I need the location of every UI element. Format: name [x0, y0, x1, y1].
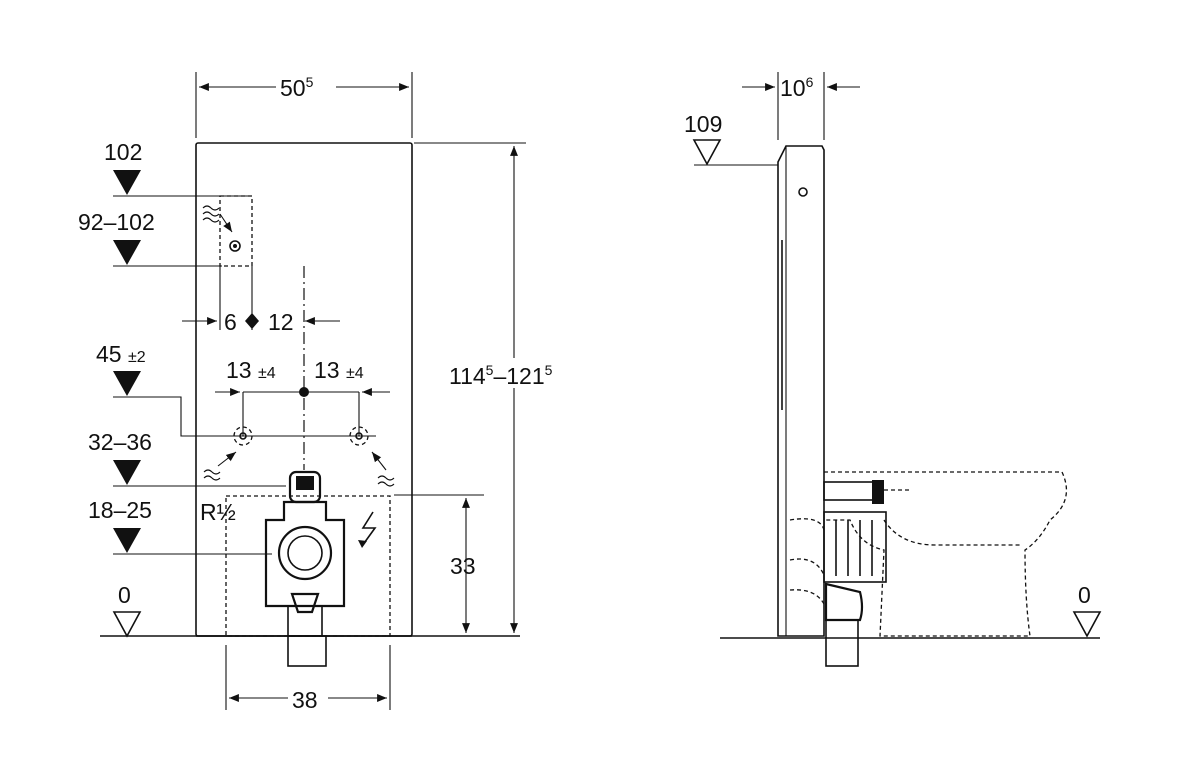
electrical-icon [361, 511, 377, 547]
offset-6-label: 6 [224, 309, 237, 335]
level-32-36-label: 32–36 [88, 429, 152, 455]
water-supply-icon [202, 205, 220, 223]
level-102-label: 102 [104, 139, 142, 165]
height-33-label: 33 [450, 553, 476, 579]
side-view: 106 109 0 [684, 72, 1102, 667]
thread-label: R½ [200, 499, 236, 525]
floor-level-label-front: 0 [118, 582, 131, 608]
outlet-area-dashed [225, 495, 391, 637]
flush-water-icon-left [203, 469, 221, 481]
level-92-102-label: 92–102 [78, 209, 155, 235]
width-38-label: 38 [292, 687, 318, 713]
level-45-label: 45 ±2 [96, 341, 146, 367]
level-marker-18-25 [113, 528, 141, 553]
width-label: 505 [280, 74, 314, 101]
flush-water-icon-right [377, 475, 395, 487]
spacing-left-label: 13 ±4 [226, 357, 276, 383]
level-marker-109 [692, 139, 722, 166]
module-side-outline [777, 145, 825, 637]
level-marker-102 [113, 170, 141, 195]
floor-level-marker-side [1072, 611, 1102, 638]
level-109-label: 109 [684, 111, 722, 137]
offset-12-label: 12 [268, 309, 294, 335]
spacing-right-label: 13 ±4 [314, 357, 364, 383]
drain-assembly-side [789, 511, 887, 667]
floor-level-marker-front [112, 611, 142, 638]
floor-level-label-side: 0 [1078, 582, 1091, 608]
level-marker-45 [113, 371, 141, 396]
water-connection-box [219, 195, 253, 267]
flush-button-side [798, 187, 808, 197]
level-marker-32-36 [113, 460, 141, 485]
spacing-center-dot [299, 387, 309, 397]
depth-label: 106 [780, 74, 814, 101]
offset-center-diamond [245, 313, 259, 329]
connector-side [823, 481, 875, 501]
fixing-point-right [349, 426, 369, 446]
front-view: 505 102 92–102 6 12 45 ±2 [78, 72, 581, 713]
total-height-label: 1145–1215 [449, 362, 553, 389]
water-connection-point [229, 240, 241, 252]
level-18-25-label: 18–25 [88, 497, 152, 523]
drain-pipe-assembly [264, 470, 346, 667]
level-marker-92-102 [113, 240, 141, 265]
fixing-point-left [233, 426, 253, 446]
